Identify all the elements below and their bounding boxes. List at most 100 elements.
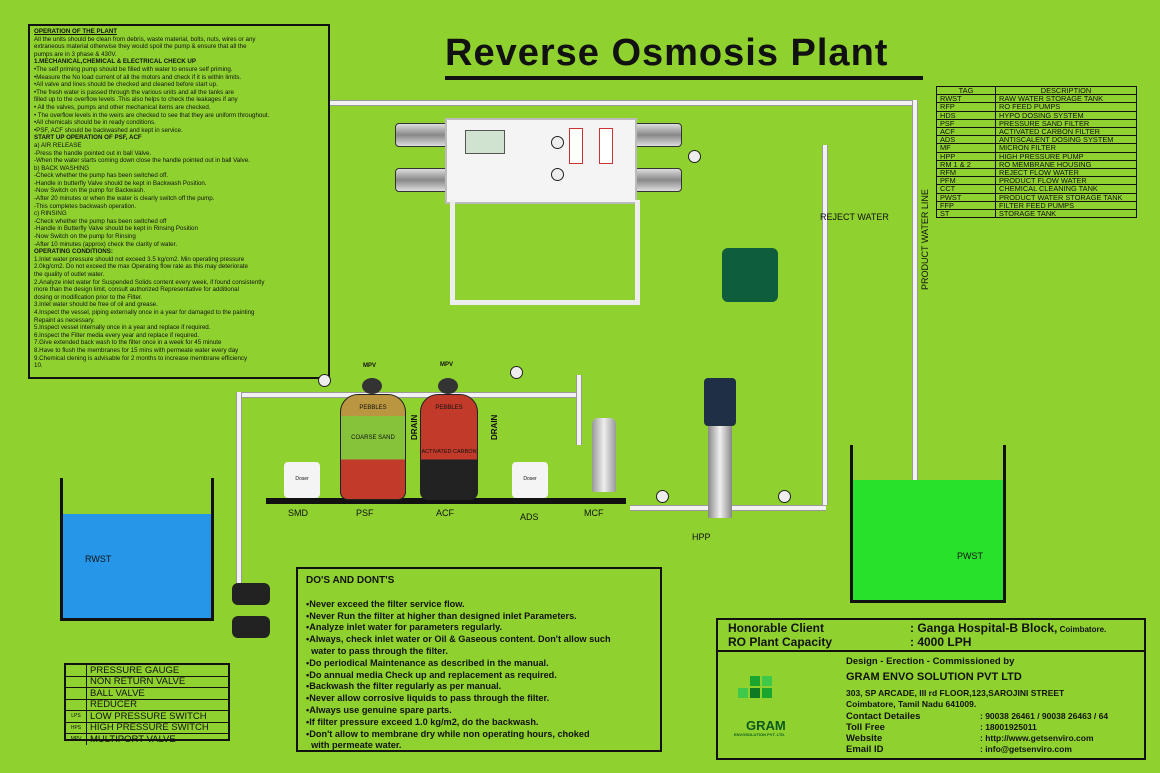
operation-line: • All the valves, pumps and other mechan… [34, 103, 211, 111]
dos-item: •Never allow corrosive liquids to pass t… [306, 693, 550, 704]
operation-line: 5.Inspect vessel internally once in a ye… [34, 324, 211, 332]
operation-line: -Handle in butterfly Valve should be kep… [34, 179, 207, 187]
psf-label: PSF [356, 508, 374, 518]
client-city: Coimbatore. [1057, 625, 1107, 634]
reject-water-label: REJECT WATER [820, 212, 889, 222]
page-title: Reverse Osmosis Plant [445, 32, 889, 74]
client-name: : Ganga Hospital-B Block, [910, 621, 1058, 635]
operation-line: -This completes backwash operation. [34, 202, 137, 210]
operation-line: 7.Give extended back wash to the filter … [34, 339, 222, 347]
ads-label: ADS [520, 512, 539, 522]
dos-heading: DO'S AND DONT'S [306, 575, 395, 586]
legend-row: PRESSURE GAUGE [66, 665, 228, 677]
reject-pipe [822, 145, 828, 505]
operation-line: extraneous material otherwise they would… [34, 43, 247, 51]
description-cell: FILTER FEED PUMPS [995, 200, 1137, 211]
pressure-gauge-icon [551, 136, 564, 149]
contact-label: Contact Detailes [846, 711, 921, 722]
operation-line: OPERATING CONDITIONS: [34, 248, 113, 256]
psf-sand-label: COARSE SAND [351, 435, 395, 441]
hpp-motor [704, 378, 736, 426]
drain-label-2: DRAIN [490, 414, 499, 440]
company-tagline: Design - Erection - Commissioned by [846, 656, 1015, 667]
dos-item: •Backwash the filter regularly as per ma… [306, 681, 502, 692]
smd-label: SMD [288, 508, 308, 518]
operation-line: dosing or modification prior to the Filt… [34, 293, 143, 301]
legend-label: BALL VALVE [90, 687, 145, 699]
mcf-label: MCF [584, 508, 604, 518]
legend-symbol-icon: LPS [66, 711, 87, 722]
operation-line: •All valve and lines should be checked a… [34, 81, 218, 89]
contact-row: Website : http://www.getsenviro.com [846, 733, 1136, 744]
ads-doser: Doser [512, 462, 548, 498]
legend-label: MULTIPORT VALVE [90, 733, 176, 745]
legend-label: HIGH PRESSURE SWITCH [90, 722, 209, 734]
contact-value: : info@getsenviro.com [980, 744, 1072, 754]
operation-line: 6.Inspect the Filter media every year an… [34, 331, 200, 339]
operation-line: -After 10 minutes (approx) check the cla… [34, 240, 178, 248]
pressure-gauge-icon [656, 490, 669, 503]
smd-doser: Doser [284, 462, 320, 498]
logo-subtext: ENVOSOLUTION PVT. LTD. [734, 732, 786, 737]
mpv-label-1: MPV [363, 363, 377, 369]
dos-item: •Don't allow to membrane dry while non o… [306, 728, 590, 739]
operation-line: -When the water starts coming down close… [34, 157, 250, 165]
dos-item: •Always use genuine spare parts. [306, 704, 452, 715]
product-water-pipe [912, 100, 918, 540]
operation-line: All the units should be clean from debri… [34, 35, 256, 43]
operation-line: -Now Switch on the pump for Rinsing [34, 233, 136, 241]
pressure-gauge-icon [510, 366, 523, 379]
rwst-label: RWST [85, 554, 112, 564]
operation-line: •PSF, ACF should be backwashed and kept … [34, 126, 183, 134]
contact-label: Website [846, 733, 883, 744]
operation-line: 2.0kg/cm2. Do not exceed the max Operati… [34, 263, 248, 271]
control-panel [445, 118, 637, 204]
psf-vessel: PEBBLES COARSE SAND [340, 394, 406, 500]
legend-symbol-icon: MPV [66, 734, 87, 745]
operation-line: •The self priming pump should be filled … [34, 65, 233, 73]
company-name: GRAM ENVO SOLUTION PVT LTD [846, 671, 1022, 683]
flow-meter-icon [569, 128, 583, 164]
dos-item: water to pass through the filter. [306, 645, 448, 656]
legend-label: REDUCER [90, 699, 137, 711]
cleaning-tank [722, 248, 778, 302]
operation-line: -After 20 minutes or when the water is c… [34, 195, 215, 203]
operation-line: 9.Chemical clening is advisable for 2 mo… [34, 354, 248, 362]
hpp-label: HPP [692, 532, 711, 542]
operation-line: START UP OPERATION OF PSF, ACF [34, 134, 142, 142]
contact-value: : http://www.getsenviro.com [980, 733, 1094, 743]
operation-line: -Check whether the pump has been switche… [34, 172, 169, 180]
product-water-line-label: PRODUCT WATER LINE [920, 189, 930, 290]
operation-line: 1.Inlet water pressure should not exceed… [34, 255, 245, 263]
contact-value: : 90038 26461 / 90038 26463 / 64 [980, 711, 1109, 721]
contact-value: : 18001925011 [980, 722, 1037, 732]
skid-base [266, 498, 626, 504]
dos-item: •Do annual media Check up and replacemen… [306, 669, 557, 680]
operation-line: 10. [34, 362, 43, 370]
description-cell: STORAGE TANK [995, 209, 1137, 219]
operation-heading: OPERATION OF THE PLANT [34, 28, 118, 35]
dos-item: •Never Run the filter at higher than des… [306, 610, 577, 621]
legend-label: PRESSURE GAUGE [90, 664, 180, 676]
dos-item: •Always, check inlet water or Oil & Gase… [306, 634, 611, 645]
operation-panel: OPERATION OF THE PLANT All the units sho… [28, 24, 330, 379]
contact-list: Contact Detailes : 90038 26461 / 90038 26… [846, 711, 1136, 755]
operation-line: c) RINSING [34, 210, 67, 218]
mcf-riser [576, 375, 582, 445]
company-address-1: 303, SP ARCADE, III rd FLOOR,123,SAROJIN… [846, 688, 1065, 698]
pressure-gauge-icon [551, 168, 564, 181]
dos-donts-panel: DO'S AND DONT'S •Never exceed the filter… [296, 567, 662, 752]
pwst-label: PWST [957, 551, 983, 561]
acf-carbon-label: ACTIVATED CARBON [421, 449, 477, 455]
legend-row: REDUCER [66, 699, 228, 711]
display-icon [465, 130, 505, 154]
filter-pipe [236, 392, 576, 398]
operation-line: 1.MECHANICAL,CHEMICAL & ELECTRICAL CHECK… [34, 58, 197, 66]
feed-riser [236, 392, 242, 602]
operation-line: pumps are in 3 phase & 430V. [34, 50, 117, 58]
legend-symbol-icon [66, 699, 87, 710]
